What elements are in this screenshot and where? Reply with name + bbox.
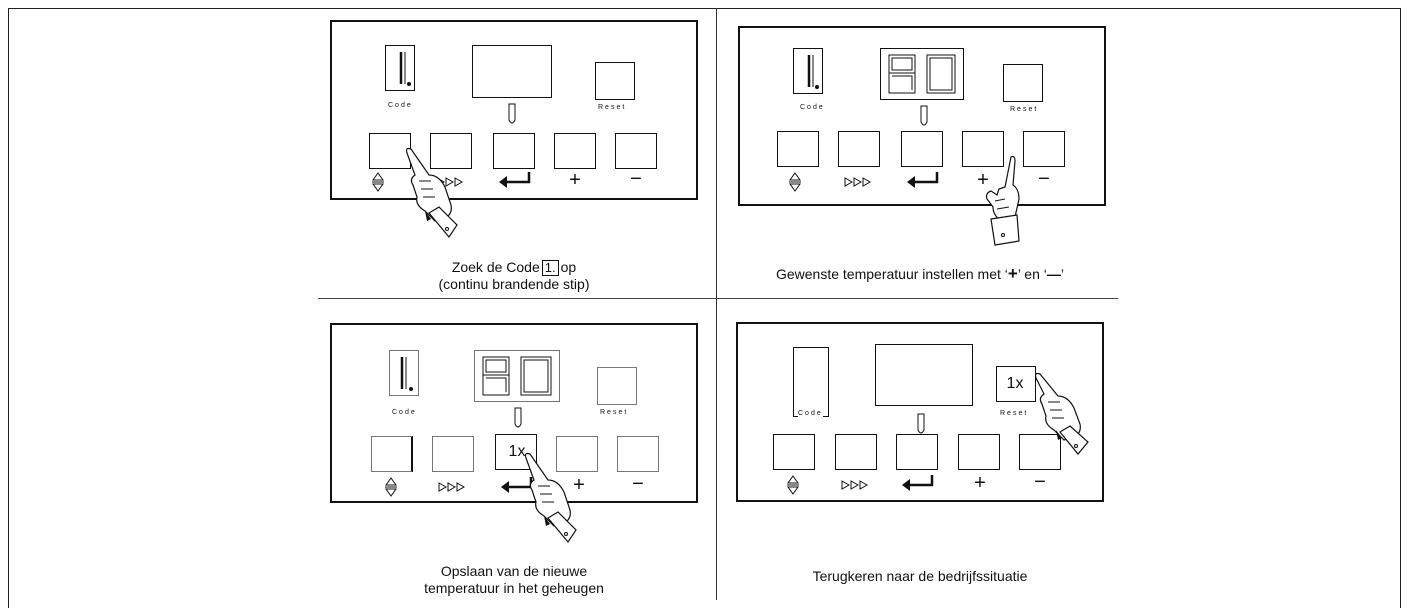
code-display xyxy=(793,48,823,94)
next-button[interactable] xyxy=(432,436,474,472)
enter-button[interactable] xyxy=(493,133,535,169)
temperature-display xyxy=(472,45,552,98)
pointing-hand-icon xyxy=(405,147,458,239)
reset-label: Reset xyxy=(1010,106,1039,113)
press-once-label: 1x xyxy=(508,443,526,460)
enter-icon xyxy=(499,172,531,188)
scroll-icon xyxy=(372,172,384,192)
minus-button[interactable] xyxy=(615,133,657,169)
temperature-display xyxy=(474,350,560,402)
reset-label: Reset xyxy=(1000,410,1029,417)
pointing-hand-icon xyxy=(985,155,1020,246)
reset-label: Reset xyxy=(600,409,629,416)
scroll-button[interactable] xyxy=(371,436,413,472)
divider-vertical xyxy=(716,8,717,600)
plus-icon: + xyxy=(569,169,581,191)
plus-button[interactable] xyxy=(556,436,598,472)
control-panel-step4: Code 1x Reset + − xyxy=(736,322,1104,502)
scroll-icon xyxy=(789,172,801,192)
minus-icon: − xyxy=(630,168,642,190)
digit-one-dot xyxy=(400,357,413,391)
control-panel-step1: Code Reset + − xyxy=(330,20,698,200)
scroll-button[interactable] xyxy=(773,434,815,470)
plus-icon: + xyxy=(573,474,585,496)
minus-icon: − xyxy=(1034,471,1046,493)
plus-button[interactable] xyxy=(554,133,596,169)
scroll-button[interactable] xyxy=(777,131,819,167)
plus-icon: + xyxy=(974,472,986,494)
next-button[interactable] xyxy=(835,434,877,470)
next-button[interactable] xyxy=(838,131,880,167)
thermometer-icon xyxy=(917,413,925,434)
code-label: Code xyxy=(388,102,413,109)
scroll-icon xyxy=(385,477,397,497)
seven-seg-90 xyxy=(482,356,552,396)
code-label: Code xyxy=(798,410,823,417)
reset-button[interactable]: 1x xyxy=(996,366,1036,402)
caption-step4: Terugkeren naar de bedrijfssituatie xyxy=(812,568,1028,584)
enter-button[interactable] xyxy=(896,434,938,470)
enter-button[interactable]: 1x xyxy=(495,434,537,470)
triple-arrow-icon xyxy=(844,177,872,187)
caption-step3: Opslaan van de nieuwe temperatuur in het… xyxy=(424,563,604,596)
minus-icon: − xyxy=(632,473,644,495)
code-label: Code xyxy=(800,104,825,111)
code-display xyxy=(385,45,415,91)
reset-button[interactable] xyxy=(597,367,637,405)
triple-arrow-icon xyxy=(438,482,466,492)
code-display xyxy=(793,347,829,417)
digit-one-dot xyxy=(399,52,411,86)
minus-button[interactable] xyxy=(617,436,659,472)
minus-button[interactable] xyxy=(1023,131,1065,167)
pointing-hand-icon xyxy=(1034,372,1089,455)
reset-label: Reset xyxy=(598,104,627,111)
reset-button[interactable] xyxy=(1003,64,1043,102)
enter-button[interactable] xyxy=(901,131,943,167)
next-button[interactable] xyxy=(430,133,472,169)
minus-button[interactable] xyxy=(1019,434,1061,470)
plus-button[interactable] xyxy=(962,131,1004,167)
press-once-label: 1x xyxy=(1006,375,1024,392)
triple-arrow-icon xyxy=(841,480,869,490)
temperature-display xyxy=(880,48,964,100)
seven-seg-90 xyxy=(888,54,956,94)
pointing-hand-icon xyxy=(524,452,577,544)
reset-button[interactable] xyxy=(595,62,635,100)
thermometer-icon xyxy=(920,105,928,126)
code-display xyxy=(389,350,419,396)
control-panel-step2: Code Reset + − xyxy=(738,26,1106,206)
digit-one-dot xyxy=(807,55,819,89)
minus-icon: − xyxy=(1038,168,1050,190)
plus-button[interactable] xyxy=(958,434,1000,470)
control-panel-step3: Code Reset 1x + − xyxy=(330,323,698,503)
enter-icon xyxy=(907,172,939,188)
caption-step2: Gewenste temperatuur instellen met ‘+’ e… xyxy=(775,264,1064,283)
temperature-display xyxy=(875,344,973,406)
divider-horizontal xyxy=(318,298,1118,299)
scroll-icon xyxy=(787,475,799,495)
enter-icon xyxy=(902,475,934,491)
thermometer-icon xyxy=(514,407,522,428)
plus-icon: + xyxy=(977,169,989,191)
diagram-frame xyxy=(8,8,1401,608)
code-label: Code xyxy=(392,409,417,416)
thermometer-icon xyxy=(508,103,516,124)
